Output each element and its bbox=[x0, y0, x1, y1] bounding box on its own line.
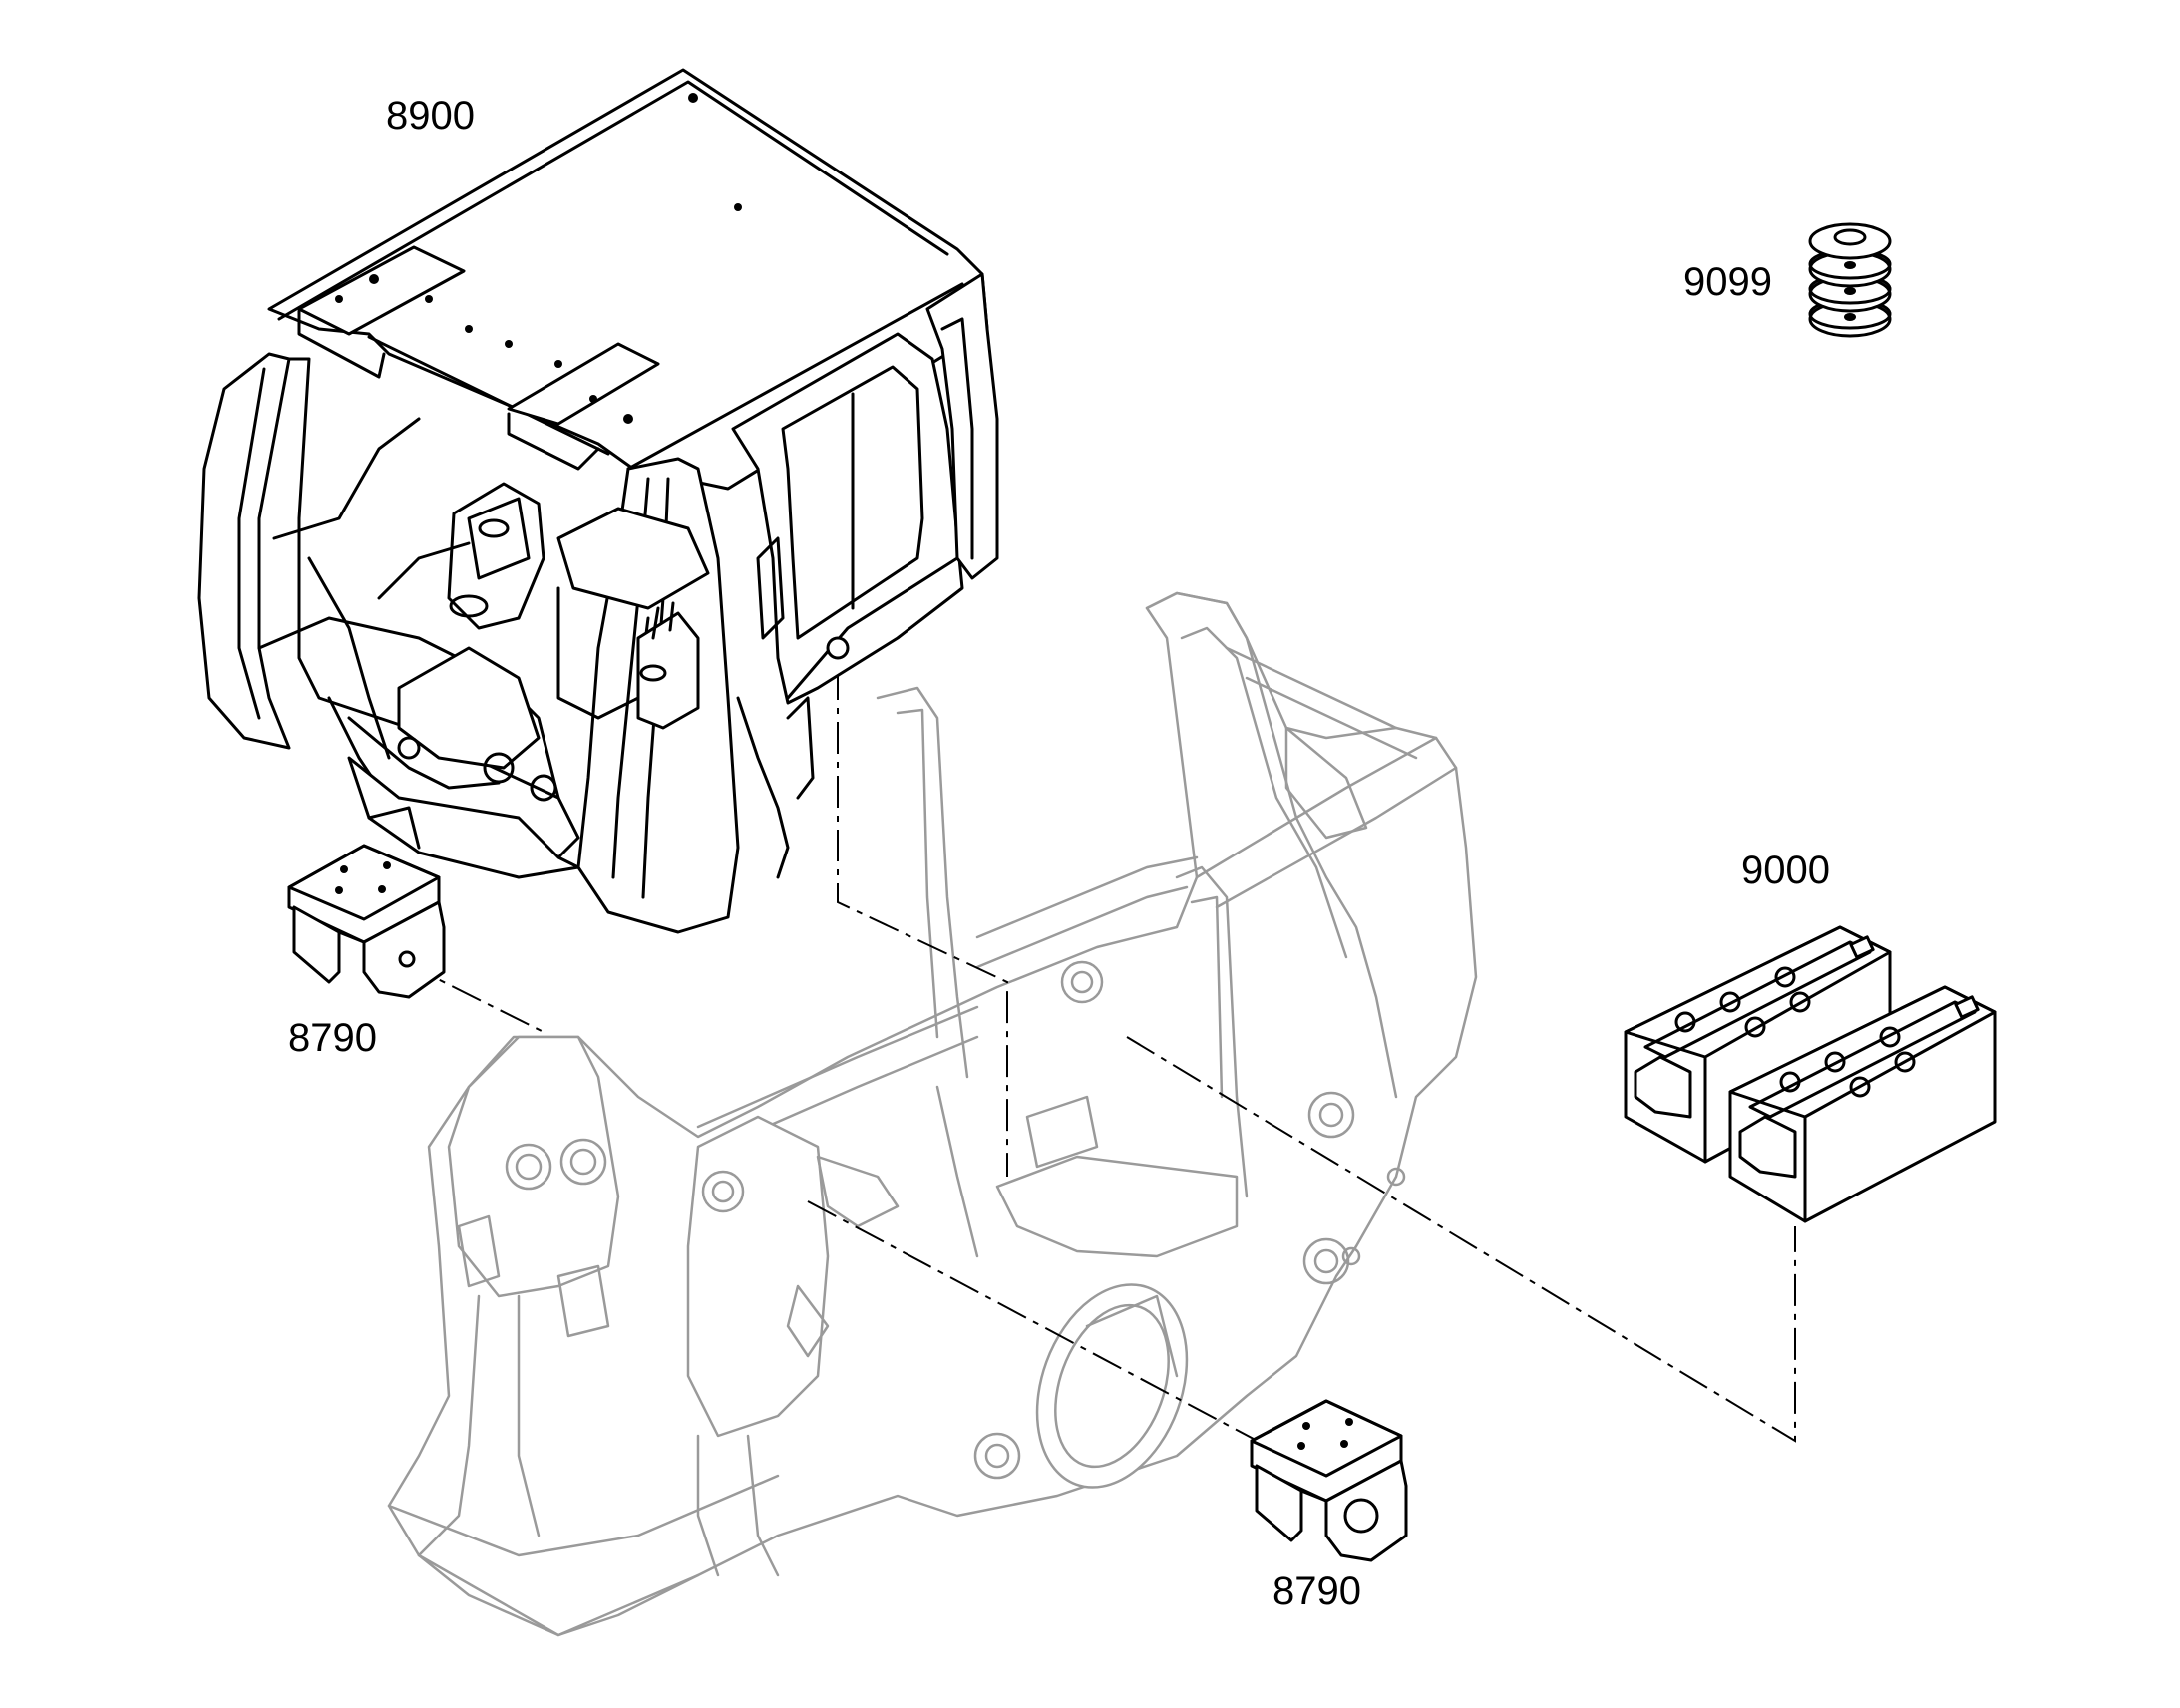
washer-stack bbox=[1808, 222, 1892, 338]
mounting-bracket-right bbox=[1250, 1399, 1408, 1562]
loader-frame bbox=[387, 591, 1478, 1637]
callout-bracket-right: 8790 bbox=[1272, 1569, 1361, 1613]
callout-batteries: 9000 bbox=[1741, 849, 1830, 892]
mounting-bracket-left bbox=[287, 844, 446, 999]
callout-washer-stack: 9099 bbox=[1683, 260, 1772, 304]
callout-bracket-left: 8790 bbox=[288, 1016, 377, 1060]
battery-pair bbox=[1624, 925, 1997, 1223]
operator-cab bbox=[197, 68, 999, 934]
callout-cab: 8900 bbox=[386, 94, 475, 138]
